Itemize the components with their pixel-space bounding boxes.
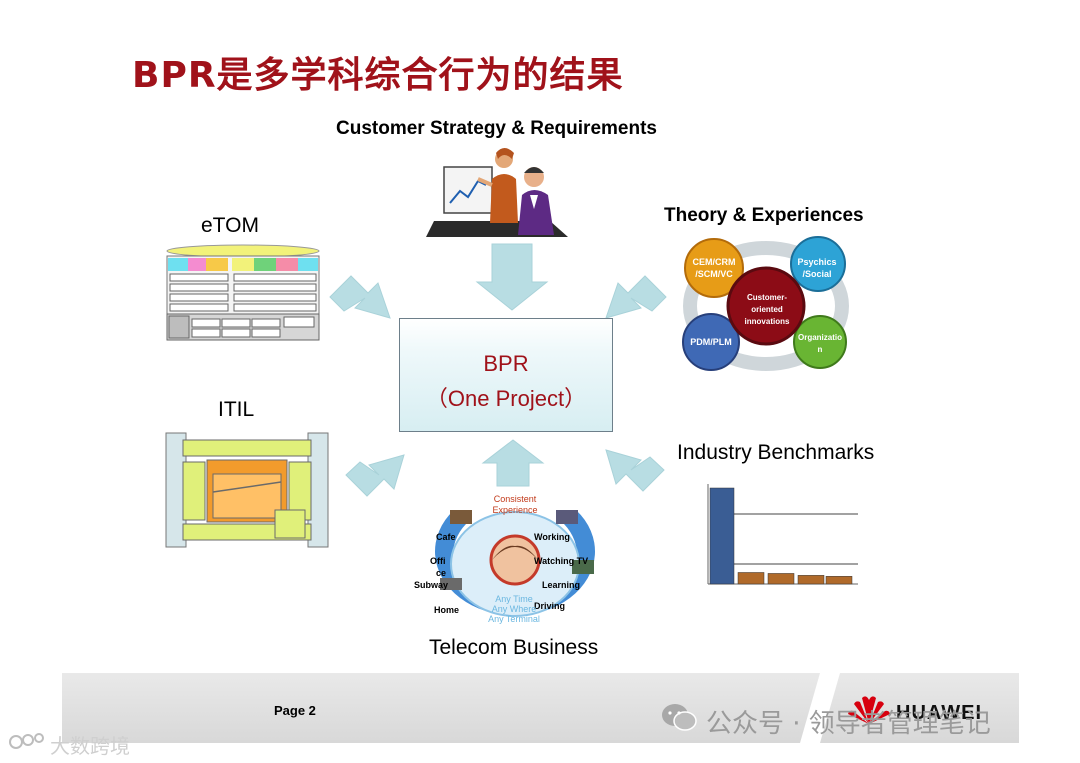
place-working: Working bbox=[534, 532, 570, 542]
page-number: Page 2 bbox=[274, 703, 316, 718]
place-home: Home bbox=[434, 605, 460, 615]
presentation-people-icon bbox=[426, 145, 568, 239]
circle-pdm-plm: PDM/PLM bbox=[690, 337, 732, 347]
benchmark-bar-4 bbox=[797, 575, 825, 585]
place-watching-tv: Watching TV bbox=[534, 556, 589, 566]
itil-framework-icon bbox=[165, 432, 329, 548]
etom-framework-icon bbox=[164, 244, 322, 342]
label-telecom-business: Telecom Business bbox=[429, 636, 599, 659]
label-theory-experiences: Theory & Experiences bbox=[664, 205, 864, 226]
benchmark-chart bbox=[707, 484, 858, 585]
slide-title: BPR是多学科综合行为的结果 bbox=[132, 55, 624, 96]
arrow-from-telecom bbox=[481, 439, 545, 487]
arrow-from-theory bbox=[605, 275, 667, 319]
label-customer-strategy: Customer Strategy & Requirements bbox=[336, 118, 657, 139]
wechat-watermark-text: 公众号 · 领导者管理笔记 bbox=[706, 709, 991, 739]
place-office-1: Offi bbox=[430, 556, 446, 566]
bpr-subtitle: （One Project） bbox=[425, 386, 587, 411]
place-office-2: ce bbox=[436, 568, 447, 578]
corner-logo-icon bbox=[8, 730, 48, 754]
circle-psychics-social: Psychics/Social bbox=[797, 257, 837, 279]
place-cafe: Cafe bbox=[436, 532, 456, 542]
label-itil: ITIL bbox=[218, 398, 255, 421]
wechat-icon bbox=[660, 702, 698, 734]
benchmark-bar-3 bbox=[767, 573, 795, 585]
place-subway: Subway bbox=[414, 580, 449, 590]
arrow-from-customer bbox=[475, 243, 549, 311]
telecom-ring-icon bbox=[426, 496, 604, 628]
benchmark-bar-5 bbox=[825, 576, 853, 585]
bpr-title: BPR bbox=[483, 351, 529, 376]
label-industry-benchmarks: Industry Benchmarks bbox=[677, 441, 875, 464]
arrow-from-itil bbox=[345, 454, 405, 497]
footer-slash bbox=[800, 673, 840, 743]
bpr-center-box: BPR （One Project） bbox=[399, 318, 613, 432]
circle-cem-crm: CEM/CRM/SCM/VC bbox=[692, 257, 736, 279]
arrow-from-etom bbox=[329, 275, 391, 319]
arrow-from-industry bbox=[605, 449, 665, 492]
theory-circles-icon bbox=[678, 234, 854, 374]
place-driving: Driving bbox=[534, 601, 566, 611]
benchmark-bar-2 bbox=[737, 572, 765, 585]
benchmark-bar-1 bbox=[709, 487, 735, 585]
huawei-brand-text: HUAWEI bbox=[896, 702, 982, 724]
place-learning: Learning bbox=[542, 580, 581, 590]
label-etom: eTOM bbox=[201, 214, 259, 237]
corner-watermark-text: 大数跨境 bbox=[50, 734, 130, 758]
huawei-logo-icon bbox=[846, 694, 892, 726]
